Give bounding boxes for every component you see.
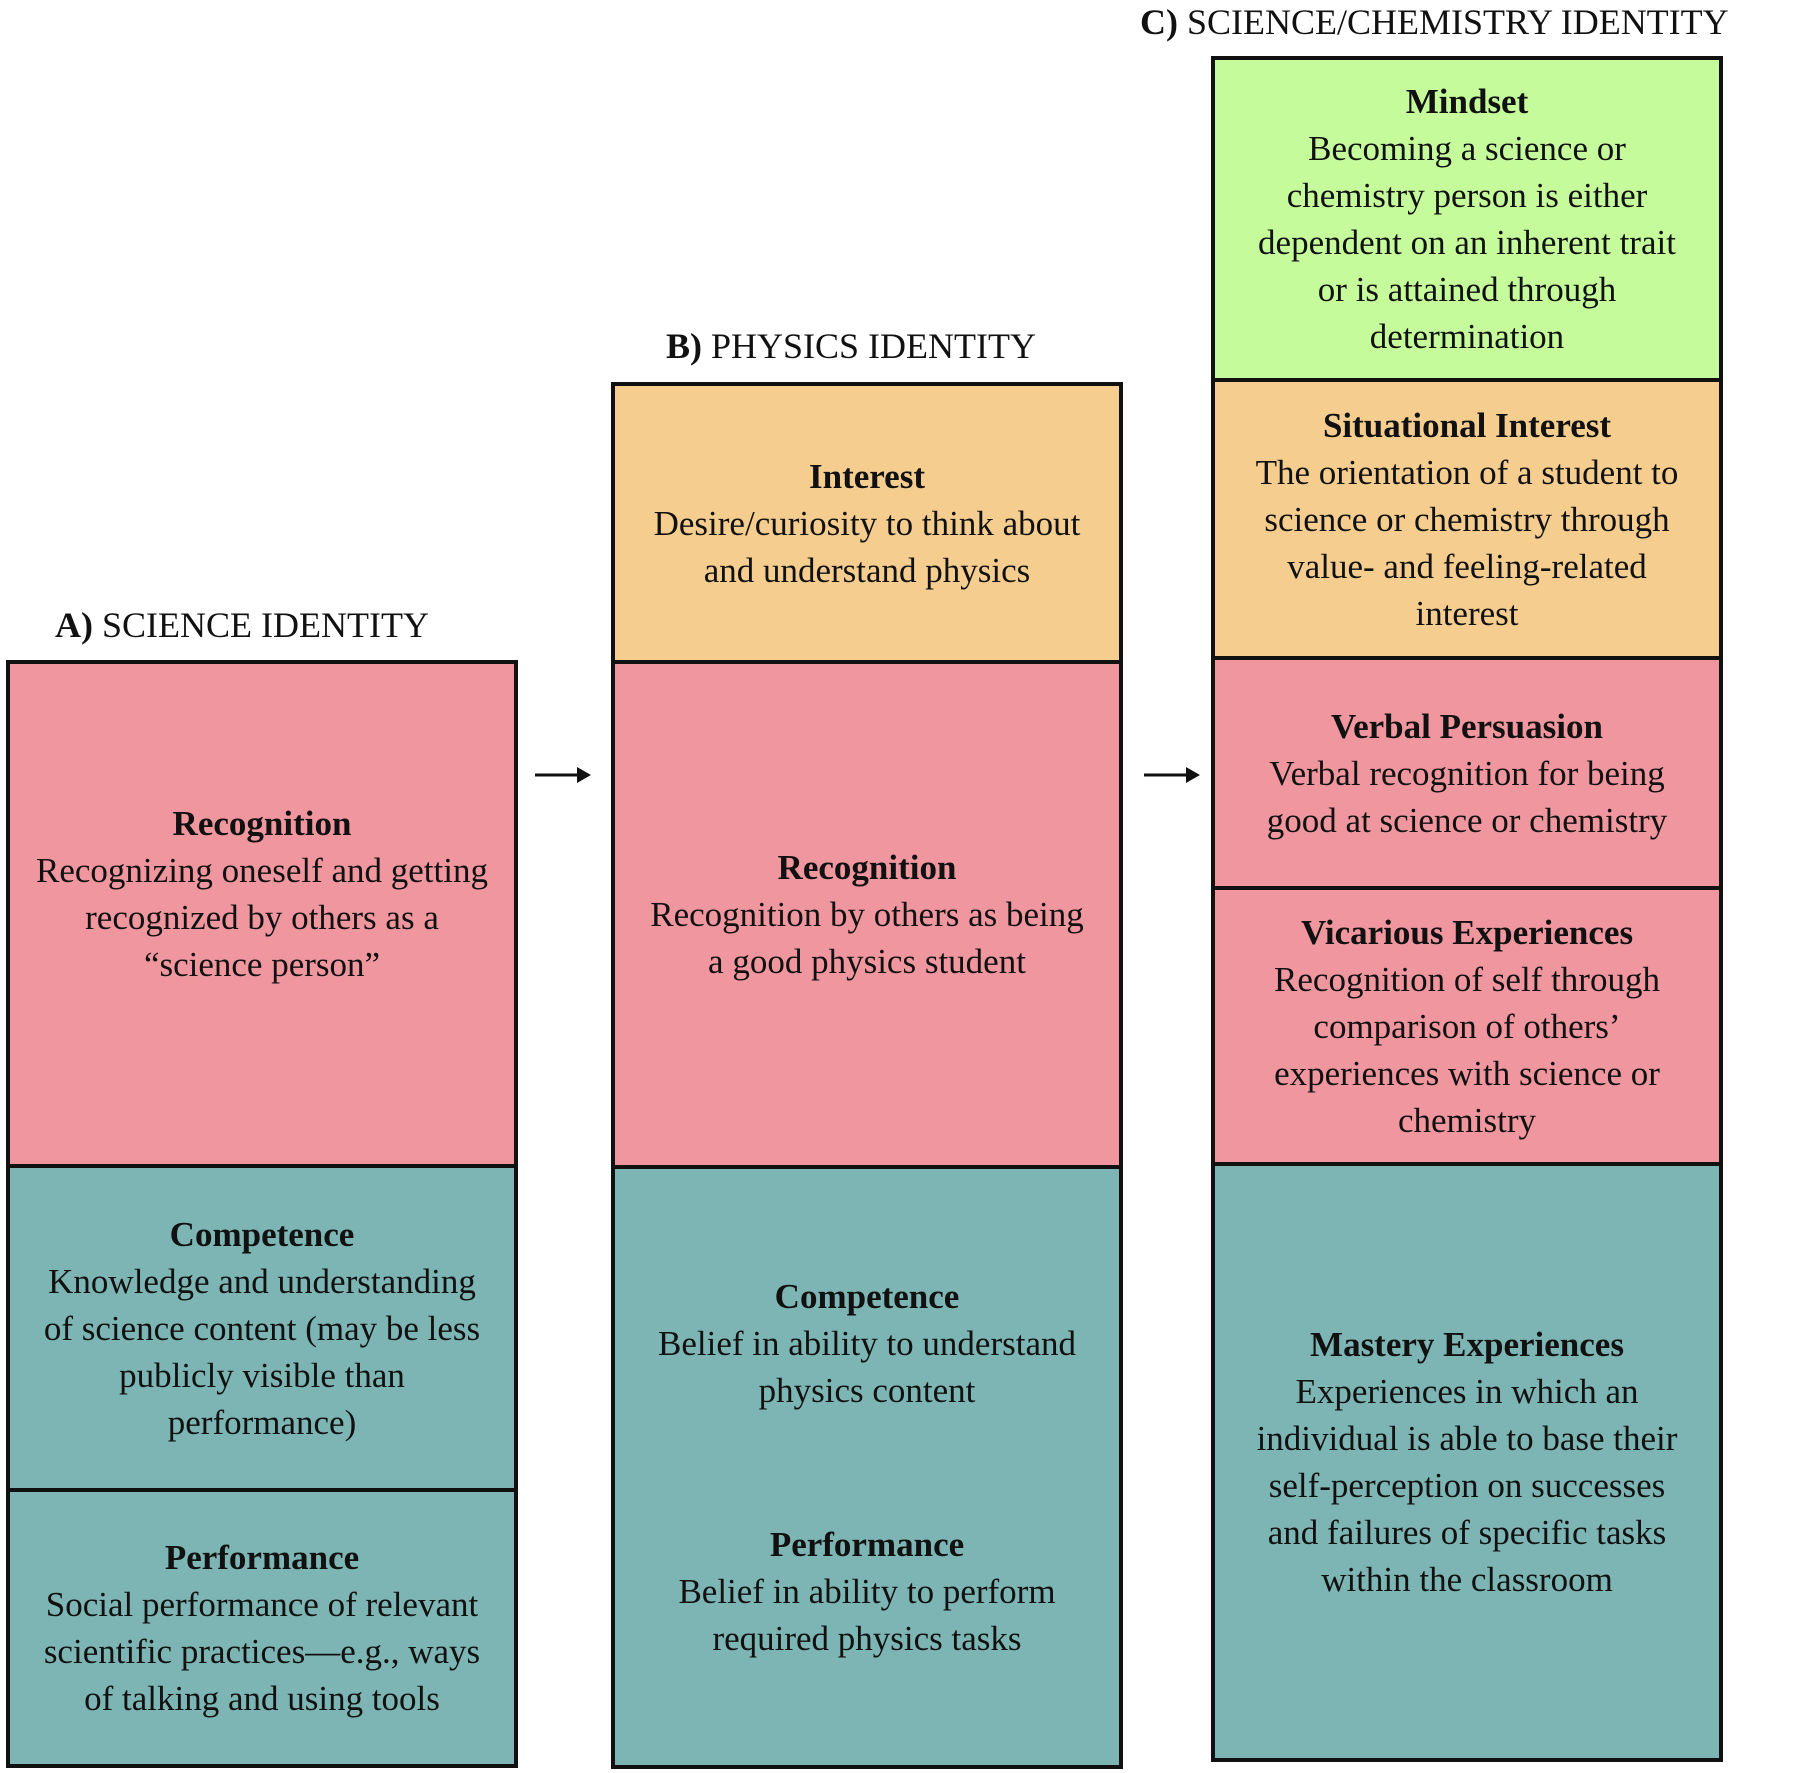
arrow-right-icon (535, 767, 591, 783)
situational-interest-desc: The orientation of a student to science … (1255, 452, 1679, 633)
vicarious-experiences-title: Vicarious Experiences (1300, 912, 1634, 952)
science-identity-title: SCIENCE IDENTITY (102, 605, 429, 645)
verbal-persuasion-box: Verbal Persuasion Verbal recognition for… (1211, 656, 1723, 890)
physics-recognition-desc: Recognition by others as being a good ph… (650, 895, 1084, 981)
science-competence-box: Competence Knowledge and understanding o… (6, 1164, 518, 1492)
mastery-experiences-desc: Experiences in which an individual is ab… (1256, 1372, 1678, 1599)
physics-competence-title: Competence (774, 1276, 960, 1316)
physics-interest-desc: Desire/curiosity to think about and unde… (653, 503, 1081, 590)
science-recognition-title: Recognition (172, 804, 352, 843)
science-performance-box: Performance Social performance of releva… (6, 1488, 518, 1768)
physics-identity-heading: B) PHYSICS IDENTITY (666, 328, 1036, 364)
mastery-experiences-title: Mastery Experiences (1310, 1325, 1624, 1364)
science-identity-heading: A) SCIENCE IDENTITY (55, 607, 429, 643)
chemistry-identity-prefix: C) (1140, 2, 1178, 42)
physics-competence-group: Competence Belief in ability to understa… (652, 1273, 1082, 1414)
physics-identity-prefix: B) (666, 326, 702, 366)
verbal-persuasion-title: Verbal Persuasion (1331, 706, 1603, 746)
physics-competence-desc: Belief in ability to understand physics … (658, 1323, 1076, 1410)
mindset-title: Mindset (1405, 82, 1529, 121)
mastery-experiences-box: Mastery Experiences Experiences in which… (1211, 1162, 1723, 1762)
science-recognition-box: Recognition Recognizing oneself and gett… (6, 660, 518, 1168)
situational-interest-title: Situational Interest (1322, 405, 1612, 445)
physics-interest-box: Interest Desire/curiosity to think about… (611, 382, 1123, 664)
physics-performance-desc: Belief in ability to perform required ph… (678, 1571, 1056, 1658)
science-recognition-desc: Recognizing oneself and getting recogniz… (36, 851, 488, 984)
science-performance-title: Performance (164, 1538, 360, 1577)
science-identity-prefix: A) (55, 605, 93, 645)
verbal-persuasion-desc: Verbal recognition for being good at sci… (1266, 753, 1668, 840)
physics-interest-title: Interest (809, 456, 925, 496)
physics-recognition-title: Recognition (777, 848, 957, 887)
physics-performance-group: Performance Belief in ability to perform… (657, 1521, 1077, 1662)
vicarious-experiences-box: Vicarious Experiences Recognition of sel… (1211, 886, 1723, 1166)
chemistry-identity-title: SCIENCE/CHEMISTRY IDENTITY (1187, 2, 1729, 42)
physics-competence-performance-box: Competence Belief in ability to understa… (611, 1165, 1123, 1769)
chemistry-identity-heading: C) SCIENCE/CHEMISTRY IDENTITY (1140, 4, 1729, 40)
mindset-desc: Becoming a science or chemistry person i… (1258, 129, 1676, 356)
vicarious-experiences-desc: Recognition of self through comparison o… (1274, 959, 1660, 1140)
physics-recognition-box: Recognition Recognition by others as bei… (611, 660, 1123, 1169)
science-competence-title: Competence (169, 1214, 355, 1254)
science-competence-desc: Knowledge and understanding of science c… (43, 1261, 481, 1442)
physics-identity-title: PHYSICS IDENTITY (711, 326, 1037, 366)
science-performance-desc: Social performance of relevant scientifi… (43, 1585, 481, 1718)
physics-performance-title: Performance (769, 1524, 965, 1564)
arrow-right-icon (1144, 767, 1200, 783)
situational-interest-box: Situational Interest The orientation of … (1211, 378, 1723, 660)
mindset-box: Mindset Becoming a science or chemistry … (1211, 56, 1723, 382)
